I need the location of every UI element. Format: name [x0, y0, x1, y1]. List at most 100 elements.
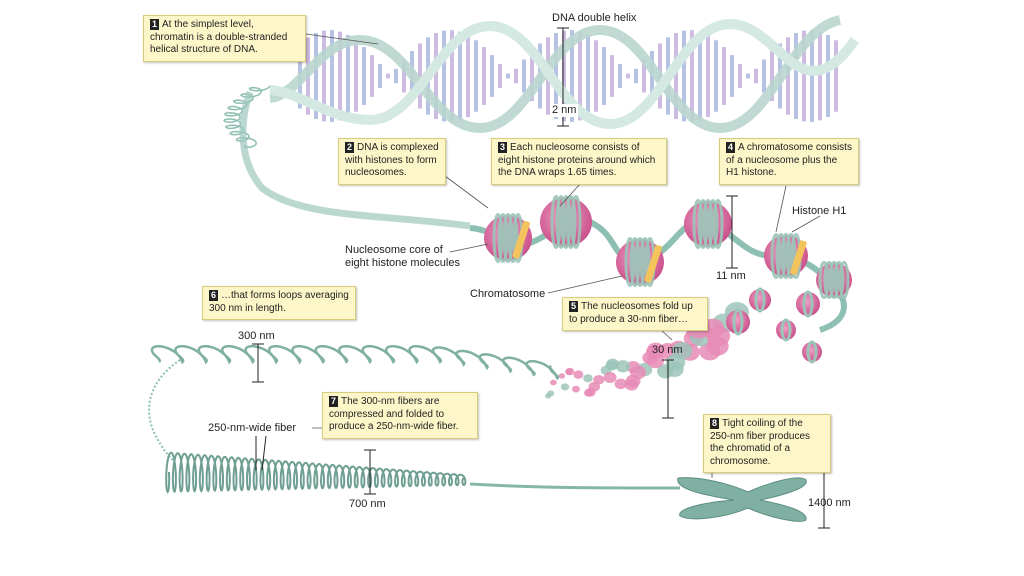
dna-wrap — [712, 198, 724, 250]
dna-wrap — [634, 236, 646, 288]
fourteen-hundred-nm-label: 1400 nm — [808, 497, 851, 509]
fiber-nucleosome — [776, 320, 796, 340]
dna-wrap — [707, 198, 719, 250]
histone-h1 — [644, 244, 662, 283]
chromatosome-label: Chromatosome — [470, 288, 546, 300]
fiber-nucleosome — [726, 310, 750, 334]
thirty-nm-scale — [662, 359, 674, 419]
fiber-nucleosome — [588, 381, 601, 392]
dna-wrap — [785, 232, 797, 280]
fiber-nucleosome — [550, 379, 557, 386]
dna-double-helix-label: DNA double helix — [552, 12, 637, 24]
nucleosome — [540, 195, 592, 249]
dna-wrap — [823, 260, 835, 300]
dna-wrap — [555, 195, 567, 249]
dna-strand-front — [269, 18, 860, 130]
fiber-connector — [148, 359, 181, 463]
fiber-nucleosome — [614, 378, 627, 390]
fiber-nucleosome — [565, 367, 575, 376]
three-hundred-nm-scale — [252, 343, 264, 383]
dna-wrap — [702, 198, 714, 250]
nucleosome — [616, 236, 664, 288]
fiber-nucleosome — [547, 390, 555, 397]
callout-7-number: 7 — [329, 396, 339, 407]
histone-h1 — [512, 220, 530, 259]
dna-wrap — [780, 318, 792, 342]
nucleosome — [764, 232, 808, 280]
dna-wrap — [639, 236, 651, 288]
fiber-nucleosome — [573, 370, 584, 379]
callout-4-number: 4 — [726, 142, 736, 153]
dna-coil-connector — [223, 85, 471, 230]
eleven-nm-label: 11 nm — [716, 270, 746, 282]
dna-wrap — [780, 232, 792, 280]
dna-wrap — [565, 195, 577, 249]
dna-wrap — [775, 232, 787, 280]
callout-4-text: A chromatosome consists of a nucleosome … — [726, 142, 852, 178]
callout-8-text: Tight coiling of the 250-nm fiber produc… — [710, 418, 811, 467]
callout-3-number: 3 — [498, 142, 508, 153]
fiber-nucleosome — [603, 372, 617, 383]
dna-wrap — [838, 260, 850, 300]
dna-wrap — [828, 260, 840, 300]
two-nm-label: 2 nm — [550, 104, 579, 117]
fiber-nucleosome — [706, 326, 731, 347]
callout-5-text: The nucleosomes fold up to produce a 30-… — [569, 301, 693, 325]
callout-5-number: 5 — [569, 301, 579, 312]
chromosome — [677, 477, 807, 522]
dna-wrap — [754, 287, 766, 313]
fiber-nucleosome — [796, 292, 820, 316]
callout-6: 6…that forms loops averaging 300 nm in l… — [202, 286, 356, 320]
eleven-nm-scale — [726, 195, 738, 269]
fiber-250nm — [165, 451, 681, 494]
dna-wrap — [802, 290, 814, 318]
fiber-nucleosome — [572, 385, 580, 393]
fiber-nucleosome — [646, 353, 665, 369]
dna-wrap — [806, 340, 818, 364]
dna-wrap — [770, 232, 782, 280]
fiber-nucleosome — [671, 342, 693, 360]
dna-double-helix — [268, 15, 860, 134]
seven-hundred-nm-label: 700 nm — [349, 498, 386, 510]
histone-h1 — [790, 240, 807, 276]
loops-300nm — [150, 344, 560, 381]
dna-wrap — [502, 212, 514, 264]
dna-wrap — [692, 198, 704, 250]
fiber-nucleosome — [802, 342, 822, 362]
thirty-nm-fiber — [545, 287, 822, 399]
dna-strand-back — [268, 15, 842, 134]
dna-wrap — [629, 236, 641, 288]
dna-wrap — [570, 195, 582, 249]
dna-wrap — [497, 212, 509, 264]
callout-2-number: 2 — [345, 142, 355, 153]
nucleosome — [684, 198, 732, 250]
fiber-nucleosome — [749, 289, 771, 311]
callout-1-text: At the simplest level, chromatin is a do… — [150, 19, 288, 55]
nucleosome-core-label: Nucleosome core of eight histone molecul… — [345, 244, 460, 269]
fiber-250-pointer — [255, 435, 267, 471]
histone-h1-label: Histone H1 — [792, 205, 847, 217]
dna-wrap — [492, 212, 504, 264]
callout-1-number: 1 — [150, 19, 160, 30]
fiber-nucleosome — [630, 365, 646, 380]
fiber-nucleosome — [615, 360, 631, 373]
dna-wrap — [560, 195, 572, 249]
callout-3-text: Each nucleosome consists of eight histon… — [498, 142, 656, 178]
nucleosome — [816, 260, 852, 300]
fiber-250-label: 250-nm-wide fiber — [208, 422, 297, 434]
dna-wrap — [833, 260, 845, 300]
fiber-nucleosome — [558, 373, 566, 379]
dna-wrap — [624, 236, 636, 288]
seven-hundred-nm-scale — [364, 449, 376, 495]
fiber-nucleosome — [560, 383, 570, 391]
callout-8-number: 8 — [710, 418, 720, 429]
fiber-nucleosome — [583, 374, 593, 383]
dna-wrap — [550, 195, 562, 249]
